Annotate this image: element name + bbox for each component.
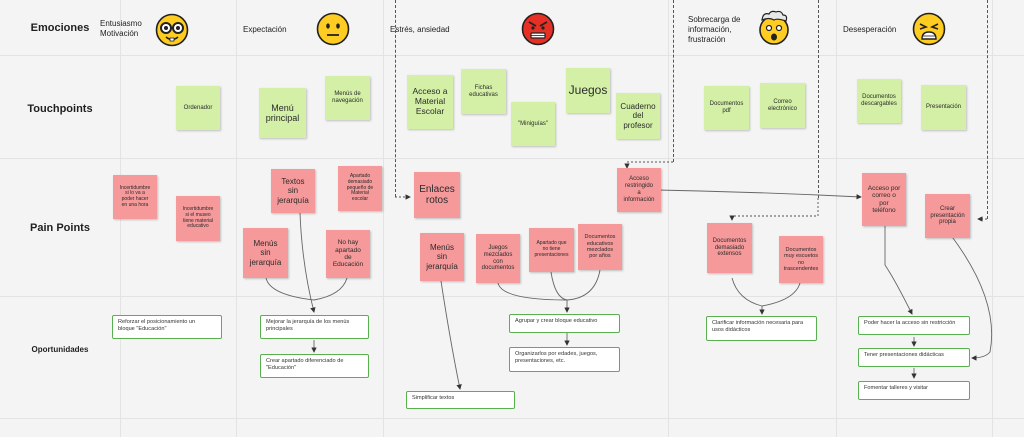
emotion-label-1: Entusiasmo Motivación — [100, 19, 142, 38]
pain-point-documentos-extensos: Documentos demasiado extensos — [707, 223, 752, 273]
dashed-connector — [818, 0, 819, 198]
touchpoint-acceso-material: Acceso a Material Escolar — [407, 75, 453, 129]
column-divider — [992, 0, 993, 437]
touchpoint-documentos-descargables: Documentos descargables — [857, 79, 901, 123]
emotion-label-3: Estrés, ansiedad — [390, 25, 450, 34]
pain-point-documentos-escuetos: Documentos muy escuetos no trascendentes — [779, 236, 823, 283]
row-label-pain-points: Pain Points — [30, 222, 90, 234]
pain-point-sin-presentaciones: Apartado que no tiene presentaciones — [529, 228, 574, 272]
row-divider — [0, 418, 1024, 419]
touchpoint-juegos: Juegos — [566, 68, 610, 113]
opportunity-simplificar-textos: Simplificar textos — [406, 391, 515, 409]
touchpoint-cuaderno-profesor: Cuaderno del profesor — [616, 93, 660, 139]
pain-point-acceso-correo: Acceso por correo o por teléfono — [862, 173, 906, 226]
row-divider — [0, 55, 1024, 56]
opportunity-reforzar-bloque: Reforzar el posicionamiento un bloque "E… — [112, 315, 222, 339]
opportunity-presentaciones-didacticas: Tener presentaciones didácticas — [858, 348, 970, 367]
column-divider — [668, 0, 669, 437]
emotion-label-4: Sobrecarga de información, frustración — [688, 15, 741, 44]
dashed-connector — [673, 0, 674, 162]
opportunity-acceso-sin-restriccion: Poder hacer la acceso sin restricción — [858, 316, 970, 335]
opportunity-mejorar-jerarquia: Mejorar la jerarquía de los menús princi… — [260, 315, 369, 339]
pain-point-textos-sin-jerarquia: Textos sin jerarquía — [271, 169, 315, 213]
opportunity-fomentar-talleres: Fomentar talleres y visitar — [858, 381, 970, 400]
row-divider — [0, 158, 1024, 159]
dashed-connector — [987, 0, 988, 219]
pain-point-juegos-mezclados: Juegos mezclados con documentos — [476, 234, 520, 283]
touchpoint-miniguias: "Miniguías" — [511, 102, 555, 146]
emotion-label-2: Expectación — [243, 25, 287, 34]
angry-face-icon — [521, 12, 555, 46]
pain-point-crear-presentacion: Crear presentación propia — [925, 194, 970, 238]
row-label-oportunidades: Oportunidades — [31, 345, 89, 354]
touchpoint-ordenador: Ordenador — [176, 86, 220, 130]
column-divider — [236, 0, 237, 437]
dashed-connector — [395, 0, 396, 197]
exploding-head-icon — [759, 10, 789, 45]
pain-point-menus-sin-jerarquia-2: Menús sin jerarquía — [420, 233, 464, 281]
emotion-label-5: Desesperación — [843, 25, 897, 34]
pain-point-documentos-mezclados: Documentos educativos mezclados por años — [578, 224, 622, 270]
nerd-face-icon — [155, 13, 189, 47]
pain-point-menus-sin-jerarquia: Menús sin jerarquía — [243, 228, 288, 278]
pain-point-apartado-pequeno: Apartado demasiado pequeño de Material e… — [338, 166, 382, 211]
opportunity-crear-apartado: Crear apartado diferenciado de "Educació… — [260, 354, 369, 378]
touchpoint-correo-electronico: Correo electrónico — [760, 83, 805, 128]
pain-point-incertidumbre-hora: Incertidumbre si lo va a poder hacer en … — [113, 175, 157, 219]
anxious-face-icon — [912, 12, 946, 46]
touchpoint-menus-navegacion: Menús de navegación — [325, 76, 370, 120]
opportunity-organizar-edades: Organizarlos por edades, juegos, present… — [509, 347, 620, 372]
touchpoint-fichas-educativas: Fichas educativas — [461, 69, 506, 114]
row-divider — [0, 296, 1024, 297]
pain-point-enlaces-rotos: Enlaces rotos — [414, 172, 460, 218]
opportunity-clarificar-informacion: Clarificar información necesaria para us… — [706, 316, 817, 341]
column-divider — [836, 0, 837, 437]
column-divider — [383, 0, 384, 437]
neutral-face-icon — [316, 12, 350, 46]
opportunity-agrupar-bloque: Agrupar y crear bloque educativo — [509, 314, 620, 333]
touchpoint-presentacion: Presentación — [921, 85, 966, 130]
pain-point-incertidumbre-museo: Incertidumbre si el museo tiene material… — [176, 196, 220, 241]
pain-point-acceso-restringido: Acceso restringido a información — [617, 168, 661, 212]
touchpoint-menu-principal: Menú principal — [259, 88, 306, 138]
row-label-touchpoints: Touchpoints — [27, 103, 93, 115]
row-label-emociones: Emociones — [30, 22, 90, 34]
touchpoint-documentos-pdf: Documentos pdf — [704, 86, 749, 130]
pain-point-no-apartado-educacion: No hay apartado de Educación — [326, 230, 370, 278]
